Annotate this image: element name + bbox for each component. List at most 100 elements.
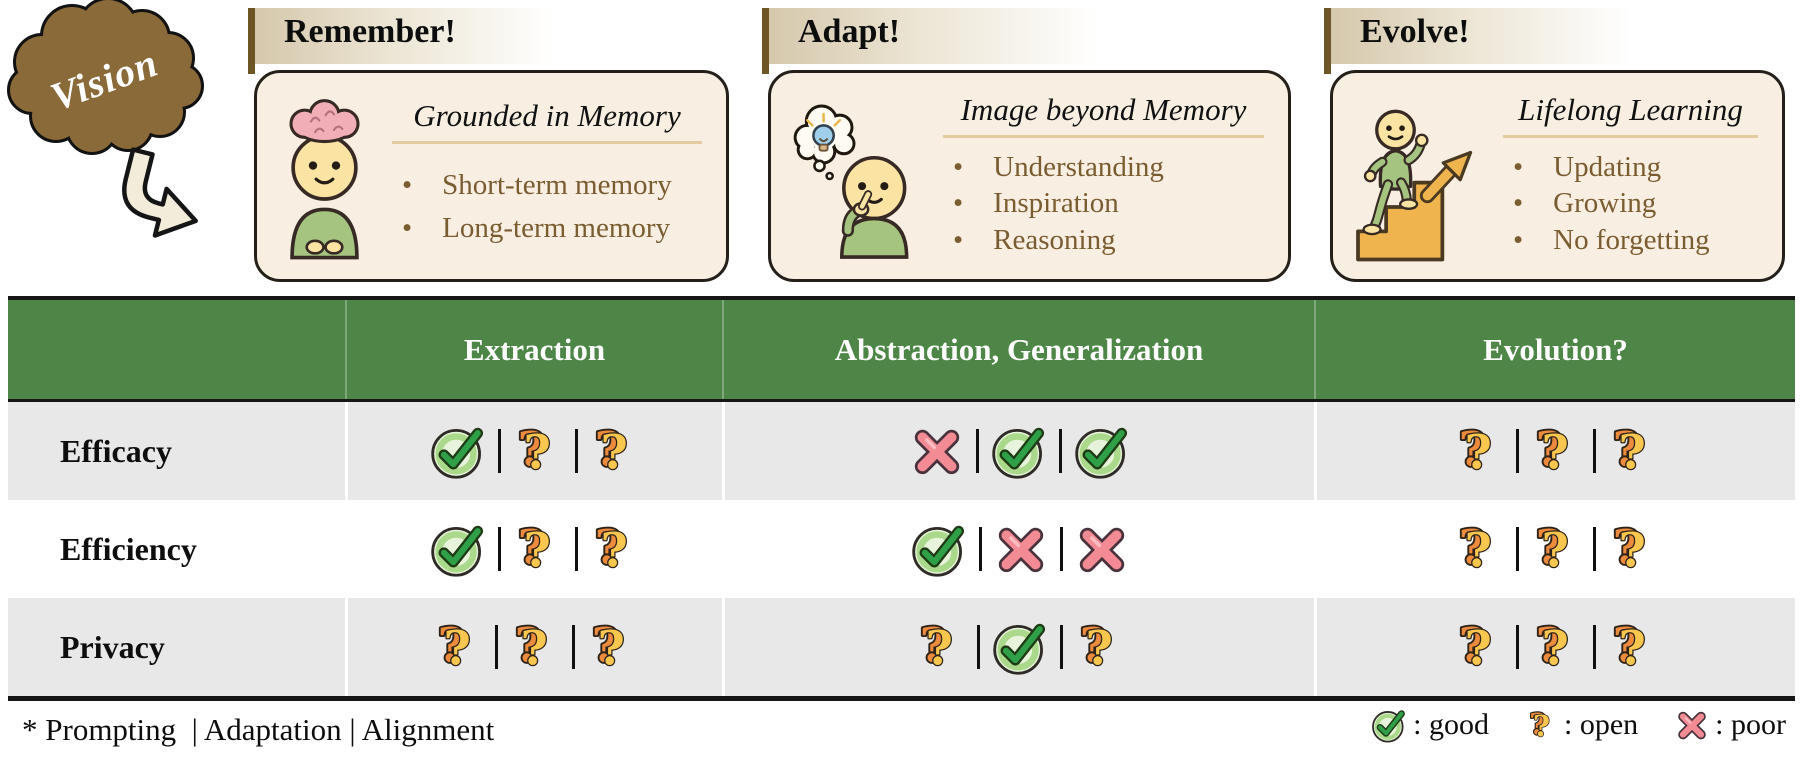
separator-bar	[1593, 527, 1596, 571]
separator-bar	[575, 527, 578, 571]
question-icon: ? ?	[513, 620, 549, 674]
cross-icon	[914, 429, 959, 475]
row-label: Privacy	[60, 628, 165, 665]
svg-text:?: ?	[601, 523, 628, 576]
legend-label: : open	[1564, 708, 1639, 741]
card-remember-subtitle: Grounded in Memory	[413, 98, 681, 134]
svg-text:?: ?	[1613, 522, 1640, 574]
table-row: Efficacy ? ? ? ? ? ? ? ? ? ?	[8, 402, 1795, 500]
footnote: * Prompting | Adaptation | Alignment	[22, 712, 495, 747]
table-cell: ? ? ? ?	[722, 598, 1314, 696]
card-remember-tab-bar	[248, 8, 255, 74]
subtitle-underline	[1503, 134, 1758, 138]
svg-text:?: ?	[1465, 425, 1492, 478]
question-icon: ? ?	[516, 522, 552, 576]
svg-text:?: ?	[595, 424, 622, 476]
svg-text:?: ?	[1619, 425, 1646, 478]
table-cell: ? ? ? ? ? ?	[1314, 598, 1795, 696]
svg-text:?: ?	[1536, 424, 1563, 476]
question-icon: ? ?	[1611, 424, 1647, 478]
svg-text:?: ?	[1613, 620, 1640, 672]
separator-bar	[975, 429, 979, 473]
question-icon: ? ?	[1457, 424, 1493, 478]
table-body: Efficacy ? ? ? ? ? ? ? ? ? ?Efficiency ?…	[8, 402, 1795, 701]
bullet-item: Inspiration	[953, 187, 1270, 220]
cross-icon	[1079, 527, 1124, 573]
svg-text:?: ?	[1542, 523, 1569, 576]
legend-item: : good	[1370, 706, 1489, 744]
card-remember-bullets: Short-term memory Long-term memory	[386, 160, 708, 254]
bullet-item: Understanding	[953, 151, 1270, 184]
climbing-person-icon	[1356, 109, 1473, 262]
separator-bar	[978, 527, 982, 571]
check-icon	[991, 427, 1044, 479]
table-cell: ? ? ? ? ? ?	[1314, 402, 1795, 500]
question-icon: ? ?	[1528, 708, 1551, 742]
table-cell: ? ? ? ?	[345, 402, 722, 500]
check-icon	[1074, 427, 1127, 479]
card-adapt-bullets: Understanding Inspiration Reasoning	[937, 148, 1270, 260]
separator-bar	[1058, 429, 1062, 473]
table-row: Privacy ? ? ? ? ? ? ? ? ? ? ? ? ? ? ? ?	[8, 598, 1795, 696]
table-cell: ? ? ? ? ? ?	[1314, 500, 1795, 598]
card-remember: Grounded in Memory Short-term memory Lon…	[254, 70, 729, 282]
svg-text:?: ?	[515, 620, 542, 672]
column-header: Abstraction, Generalization	[722, 300, 1314, 399]
separator-bar	[495, 625, 498, 669]
check-icon	[911, 525, 964, 577]
question-icon: ? ?	[593, 522, 629, 576]
table-cell	[722, 402, 1314, 500]
svg-text:?: ?	[524, 523, 551, 576]
card-evolve-content: Lifelong Learning Updating Growing No fo…	[1493, 92, 1768, 260]
svg-text:?: ?	[1542, 425, 1569, 478]
svg-text:?: ?	[598, 621, 625, 674]
legend-label: : good	[1413, 708, 1490, 741]
svg-text:?: ?	[1079, 620, 1106, 672]
card-remember-tab-band	[255, 8, 555, 64]
column-header	[8, 300, 345, 399]
separator-bar	[1059, 625, 1063, 669]
subtitle-underline	[943, 134, 1264, 138]
separator-bar	[1516, 625, 1519, 669]
table-cell: ? ? ? ? ? ?	[345, 598, 722, 696]
separator-bar	[572, 625, 575, 669]
legend: : good ? ? : open : poor	[1370, 706, 1786, 744]
svg-text:?: ?	[1465, 523, 1492, 576]
svg-text:?: ?	[438, 620, 465, 672]
question-icon: ? ?	[1534, 620, 1570, 674]
separator-bar	[976, 625, 980, 669]
svg-text:?: ?	[1459, 424, 1486, 476]
check-icon	[1372, 710, 1406, 743]
bullet-item: Updating	[1513, 151, 1764, 184]
card-remember-title: Remember!	[284, 13, 456, 50]
check-icon	[431, 525, 484, 577]
brain-person-icon	[289, 99, 360, 260]
svg-text:?: ?	[925, 621, 952, 674]
svg-text:?: ?	[1459, 522, 1486, 574]
table-cell	[722, 500, 1314, 598]
svg-text:?: ?	[1459, 620, 1486, 672]
card-adapt-content: Image beyond Memory Understanding Inspir…	[933, 92, 1274, 260]
bullet-item: Long-term memory	[402, 212, 708, 245]
svg-text:?: ?	[518, 424, 545, 476]
column-header: Extraction	[345, 300, 722, 399]
svg-text:?: ?	[1542, 621, 1569, 674]
legend-label: : poor	[1715, 708, 1786, 741]
svg-text:?: ?	[444, 621, 471, 674]
svg-text:?: ?	[521, 621, 548, 674]
table-cell: ? ? ? ?	[345, 500, 722, 598]
svg-text:?: ?	[1619, 621, 1646, 674]
svg-text:?: ?	[1613, 424, 1640, 476]
card-evolve-title: Evolve!	[1360, 13, 1470, 50]
separator-bar	[575, 429, 578, 473]
question-icon: ? ?	[1534, 424, 1570, 478]
card-evolve-tab-bar	[1324, 8, 1331, 74]
question-icon: ? ?	[516, 424, 552, 478]
question-icon: ? ?	[1611, 620, 1647, 674]
card-adapt-tab-bar	[762, 8, 769, 74]
question-icon: ? ?	[1457, 522, 1493, 576]
bullet-item: No forgetting	[1513, 224, 1764, 257]
card-evolve: Lifelong Learning Updating Growing No fo…	[1330, 70, 1785, 282]
